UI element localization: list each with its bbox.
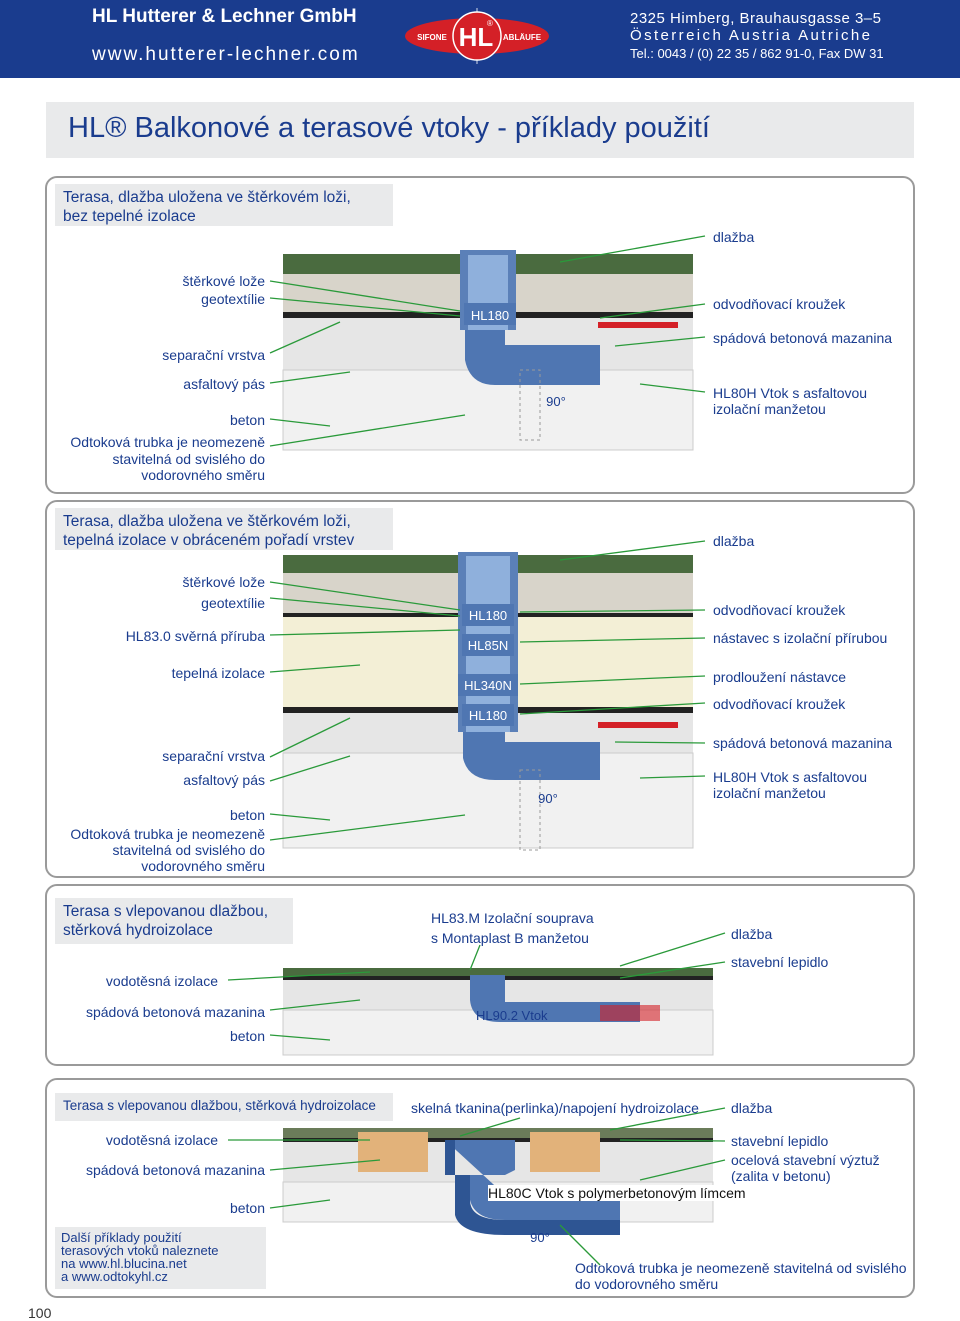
panel-2-right-label: izolační manžetou: [713, 785, 826, 801]
address-line-1: 2325 Himberg, Brauhausgasse 3–5: [630, 10, 882, 27]
panel-4-left-label: spádová betonová mazanina: [85, 1162, 265, 1178]
panel-1-right-label: HL80H Vtok s asfaltovou: [713, 385, 868, 401]
panel-2-inner-label: HL180: [469, 708, 507, 723]
panel-4-top-label: skelná tkanina(perlinka)/napojení hydroi…: [411, 1100, 699, 1116]
panel-2-left-label: geotextílie: [201, 595, 265, 611]
panel-1-left-label: vodorovného směru: [141, 467, 265, 483]
panel-3-top-label: HL83.M Izolační souprava: [431, 910, 594, 926]
logo-left-text: SIFONE: [417, 33, 447, 42]
hl-logo: SIFONE HL ® ABLÄUFE: [405, 8, 549, 64]
panel-2-left-label: vodorovného směru: [141, 858, 265, 874]
panel-1-left-label: beton: [229, 412, 265, 428]
panel-2-right-label: spádová betonová mazanina: [713, 735, 893, 751]
panel-4-right-label: dlažba: [731, 1100, 773, 1116]
panel-2-title-line-1: Terasa, dlažba uložena ve štěrkovém loži…: [63, 513, 351, 530]
panel-2-inner-label: HL85N: [468, 638, 508, 653]
panel-3-left-label: spádová betonová mazanina: [85, 1004, 265, 1020]
panel-3-right-label: stavební lepidlo: [731, 954, 829, 970]
panel-4-left-label: beton: [229, 1200, 265, 1216]
panel-1-left-label: separační vrstva: [162, 347, 265, 363]
panel-2-right-label: odvodňovací kroužek: [713, 696, 846, 712]
panel-3-left-label: beton: [229, 1028, 265, 1044]
panel-1-drawing: [282, 250, 694, 451]
panel-2-right-label: dlažba: [713, 533, 755, 549]
panel-1-right-label: odvodňovací kroužek: [713, 296, 846, 312]
logo-center-text: HL: [459, 22, 494, 52]
company-website[interactable]: www.hutterer-lechner.com: [92, 44, 360, 65]
panel-1-title-line-2: bez tepelné izolace: [63, 208, 196, 225]
panel-2-right-label: nástavec s izolační přírubou: [713, 630, 888, 646]
panel-3-title: Terasa s vlepovanou dlažbou, stěrková hy…: [55, 898, 293, 944]
note-link[interactable]: na www.hl.blucina.net: [61, 1256, 187, 1271]
panel-2-left-label: štěrkové lože: [182, 574, 265, 590]
panel-3-left-label: vodotěsná izolace: [105, 973, 218, 989]
panel-1-left-label: stavitelná od svislého do: [112, 451, 265, 467]
panel-2-inner-label: HL340N: [464, 678, 512, 693]
address-line-3: Tel.: 0043 / (0) 22 35 / 862 91-0, Fax D…: [630, 46, 884, 61]
panel-2-left-label: Odtoková trubka je neomezeně: [70, 826, 265, 842]
panel-2-inner-angle: 90°: [538, 791, 558, 806]
panel-3-title-line-1: Terasa s vlepovanou dlažbou,: [63, 903, 269, 920]
panel-4-right-label: stavební lepidlo: [731, 1133, 829, 1149]
panel-2-left-label: asfaltový pás: [183, 772, 265, 788]
panel-1-left-label: asfaltový pás: [183, 376, 265, 392]
panel-4-inner-label: HL80C Vtok s polymerbetonovým límcem: [488, 1185, 746, 1201]
panel-1-inner-angle: 90°: [546, 394, 566, 409]
panel-4-bottom-label: Odtoková trubka je neomezeně stavitelná …: [575, 1260, 907, 1276]
panel-1-title-line-1: Terasa, dlažba uložena ve štěrkovém loži…: [63, 189, 351, 206]
panel-1-right-label: dlažba: [713, 229, 755, 245]
panel-1-left-label: štěrkové lože: [182, 273, 265, 289]
panel-4-bottom-label: do vodorovného směru: [575, 1276, 719, 1292]
note-link[interactable]: a www.odtokyhl.cz: [61, 1269, 168, 1284]
panel-2-left-label: separační vrstva: [162, 748, 265, 764]
page-title: HL® Balkonové a terasové vtoky - příklad…: [68, 112, 710, 144]
panel-2-title: Terasa, dlažba uložena ve štěrkovém loži…: [55, 508, 393, 550]
panel-1-inner-hl180: HL180: [471, 308, 509, 323]
panel-4-drawing: [282, 1128, 714, 1235]
company-name: HL Hutterer & Lechner GmbH: [92, 6, 357, 27]
panel-4-inner-angle: 90°: [530, 1230, 550, 1245]
panel-3-drawing: [282, 968, 714, 1056]
panel-2-right-label: odvodňovací kroužek: [713, 602, 846, 618]
panel-3-top-label: s Montaplast B manžetou: [431, 930, 589, 946]
panel-1-left-label: geotextílie: [201, 291, 265, 307]
panel-2-drawing: [282, 552, 694, 851]
more-examples-note: Další příklady použití terasových vtoků …: [55, 1227, 266, 1289]
panel-2-right-label: prodloužení nástavce: [713, 669, 847, 685]
note-line: terasových vtoků naleznete: [61, 1243, 219, 1258]
panel-1-right-label: spádová betonová mazanina: [713, 330, 893, 346]
panel-4-right-label: ocelová stavební výztuž: [731, 1152, 880, 1168]
panel-1-title: Terasa, dlažba uložena ve štěrkovém loži…: [55, 184, 393, 226]
panel-1-right-label: izolační manžetou: [713, 401, 826, 417]
page-number: 100: [28, 1305, 52, 1321]
logo-reg-mark: ®: [487, 19, 493, 28]
panel-2-left-label: beton: [229, 807, 265, 823]
panel-2-left-label: HL83.0 svěrná příruba: [125, 628, 265, 644]
panel-3-title-line-2: stěrková hydroizolace: [63, 922, 213, 939]
panel-2-title-line-2: tepelná izolace v obráceném pořadí vrste…: [63, 532, 355, 549]
panel-3-inner-label: HL90.2 Vtok: [476, 1008, 548, 1023]
panel-2-right-label: HL80H Vtok s asfaltovou: [713, 769, 868, 785]
address-line-2: Österreich Austria Autriche: [630, 27, 873, 44]
title-bar: [46, 102, 914, 158]
logo-right-text: ABLÄUFE: [503, 33, 542, 42]
panel-4-title: Terasa s vlepovanou dlažbou, stěrková hy…: [55, 1093, 393, 1121]
panel-4-left-label: vodotěsná izolace: [105, 1132, 218, 1148]
panel-3-right-label: dlažba: [731, 926, 773, 942]
panel-1-left-label: Odtoková trubka je neomezeně: [70, 434, 265, 450]
panel-2-inner-label: HL180: [469, 608, 507, 623]
panel-4-right-label: (zalita v betonu): [731, 1168, 831, 1184]
panel-2-left-label: stavitelná od svislého do: [112, 842, 265, 858]
note-line: Další příklady použití: [61, 1230, 182, 1245]
panel-2-left-label: tepelná izolace: [171, 665, 265, 681]
